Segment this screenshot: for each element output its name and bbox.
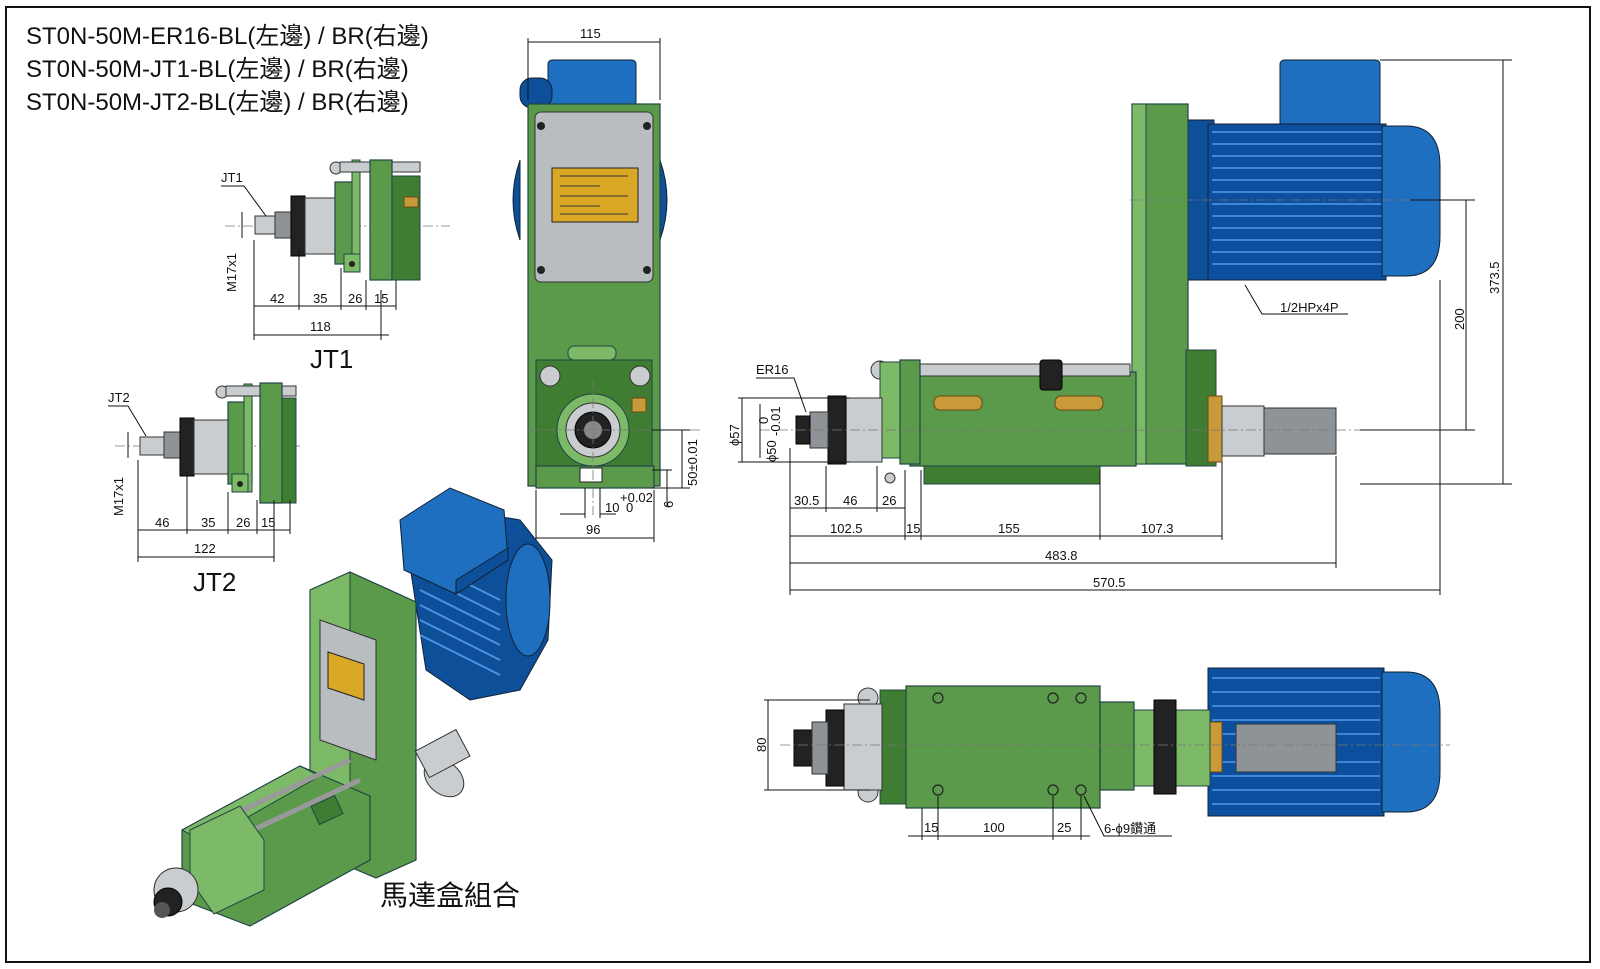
front-dim-96: 96 xyxy=(586,522,600,537)
side-dim-305: 30.5 xyxy=(794,493,819,508)
front-tol-upper: +0.02 xyxy=(620,490,653,505)
jt2-dim-122: 122 xyxy=(194,541,216,556)
model-title-jt1: ST0N-50M-JT1-BL(左邊) / BR(右邊) xyxy=(26,56,409,83)
side-view: ER16 ϕ57 ϕ50 0 -0.01 1/2HPx4P 200 373.5 … xyxy=(727,59,1512,595)
bottom-dim-25: 25 xyxy=(1057,820,1071,835)
jt1-dim-26: 26 xyxy=(348,291,362,306)
jt2-dim-46: 46 xyxy=(155,515,169,530)
side-dim-155: 155 xyxy=(998,521,1020,536)
side-dia-50: ϕ50 xyxy=(764,440,779,462)
side-collet-callout: ER16 xyxy=(756,362,789,377)
jt2-thread-dim: M17x1 xyxy=(111,477,126,516)
sheet-border xyxy=(5,6,1591,963)
side-dim-4838: 483.8 xyxy=(1045,548,1078,563)
jt1-view-label: JT1 xyxy=(310,344,353,374)
jt2-detail-view: JT2 M17x1 46 35 26 15 122 JT2 xyxy=(108,382,300,597)
jt1-callout: JT1 xyxy=(221,170,243,185)
jt2-dim-26: 26 xyxy=(236,515,250,530)
jt1-dim-15: 15 xyxy=(374,291,388,306)
side-dim-1025: 102.5 xyxy=(830,521,863,536)
side-dim-1073: 107.3 xyxy=(1141,521,1174,536)
isometric-assembly xyxy=(153,487,553,927)
jt1-dim-42: 42 xyxy=(270,291,284,306)
jt2-dim-35: 35 xyxy=(201,515,215,530)
jt1-dim-35: 35 xyxy=(313,291,327,306)
model-title-er16: ST0N-50M-ER16-BL(左邊) / BR(右邊) xyxy=(26,23,429,50)
side-dim-46: 46 xyxy=(843,493,857,508)
side-dia-tol-upper: 0 xyxy=(756,417,771,424)
jt2-dim-15: 15 xyxy=(261,515,275,530)
side-dia-tol-lower: -0.01 xyxy=(768,406,783,436)
side-dim-5705: 570.5 xyxy=(1093,575,1126,590)
jt1-thread-dim: M17x1 xyxy=(224,253,239,292)
jt1-dim-118: 118 xyxy=(310,319,331,334)
assembly-label: 馬達盒組合 xyxy=(380,880,520,911)
side-dim-26: 26 xyxy=(882,493,896,508)
front-dim-115: 115 xyxy=(580,26,601,41)
model-title-jt2: ST0N-50M-JT2-BL(左邊) / BR(右邊) xyxy=(26,89,409,116)
front-dim-6: 6 xyxy=(661,501,676,508)
bottom-view: 80 15 100 25 6-ϕ9鑽通 xyxy=(754,667,1450,840)
bottom-dim-15: 15 xyxy=(924,820,938,835)
bottom-dim-100: 100 xyxy=(983,820,1005,835)
jt1-detail-view: JT1 M17x1 42 35 26 15 118 JT1 xyxy=(221,159,450,374)
front-dim-10: 10 xyxy=(605,500,619,515)
bottom-holes-callout: 6-ϕ9鑽通 xyxy=(1104,821,1156,836)
side-dim-3735: 373.5 xyxy=(1487,261,1502,294)
bottom-dim-80: 80 xyxy=(754,738,769,752)
front-tol-lower: 0 xyxy=(626,500,633,515)
front-dim-50tol: 50±0.01 xyxy=(685,439,700,486)
side-motor-callout: 1/2HPx4P xyxy=(1280,300,1339,315)
jt2-callout: JT2 xyxy=(108,390,130,405)
jt2-view-label: JT2 xyxy=(193,567,236,597)
side-dim-15: 15 xyxy=(906,521,920,536)
front-view: 115 50±0.01 6 10 +0.02 0 96 xyxy=(512,26,700,542)
model-titles: ST0N-50M-ER16-BL(左邊) / BR(右邊) ST0N-50M-J… xyxy=(26,23,429,116)
side-dia-57: ϕ57 xyxy=(727,424,742,446)
side-dim-200: 200 xyxy=(1452,308,1467,330)
